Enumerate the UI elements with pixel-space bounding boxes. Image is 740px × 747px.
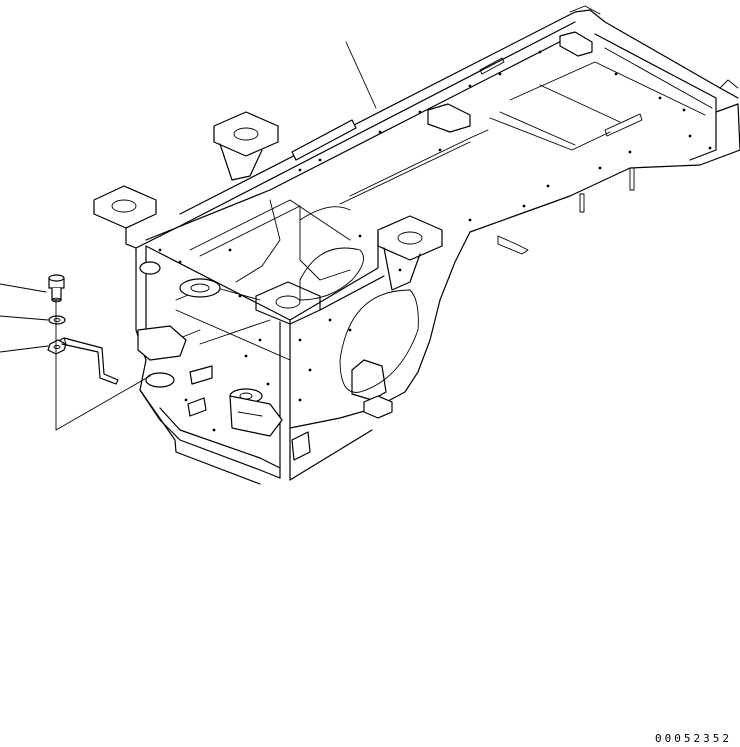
front-frame: [93, 111, 635, 485]
installation-axis: [55, 299, 151, 431]
washer-leader: [0, 315, 49, 321]
exploded-hardware: [0, 274, 151, 431]
bracket-leader: [0, 345, 49, 353]
drawing-number: 00052352: [655, 732, 732, 745]
washer-part: [48, 315, 66, 325]
bolt-leader: [0, 283, 47, 293]
frame-assembly: [179, 5, 740, 429]
bolt-part: [48, 274, 65, 303]
rivet-holes: [158, 50, 712, 432]
bracket-part: [47, 337, 119, 385]
